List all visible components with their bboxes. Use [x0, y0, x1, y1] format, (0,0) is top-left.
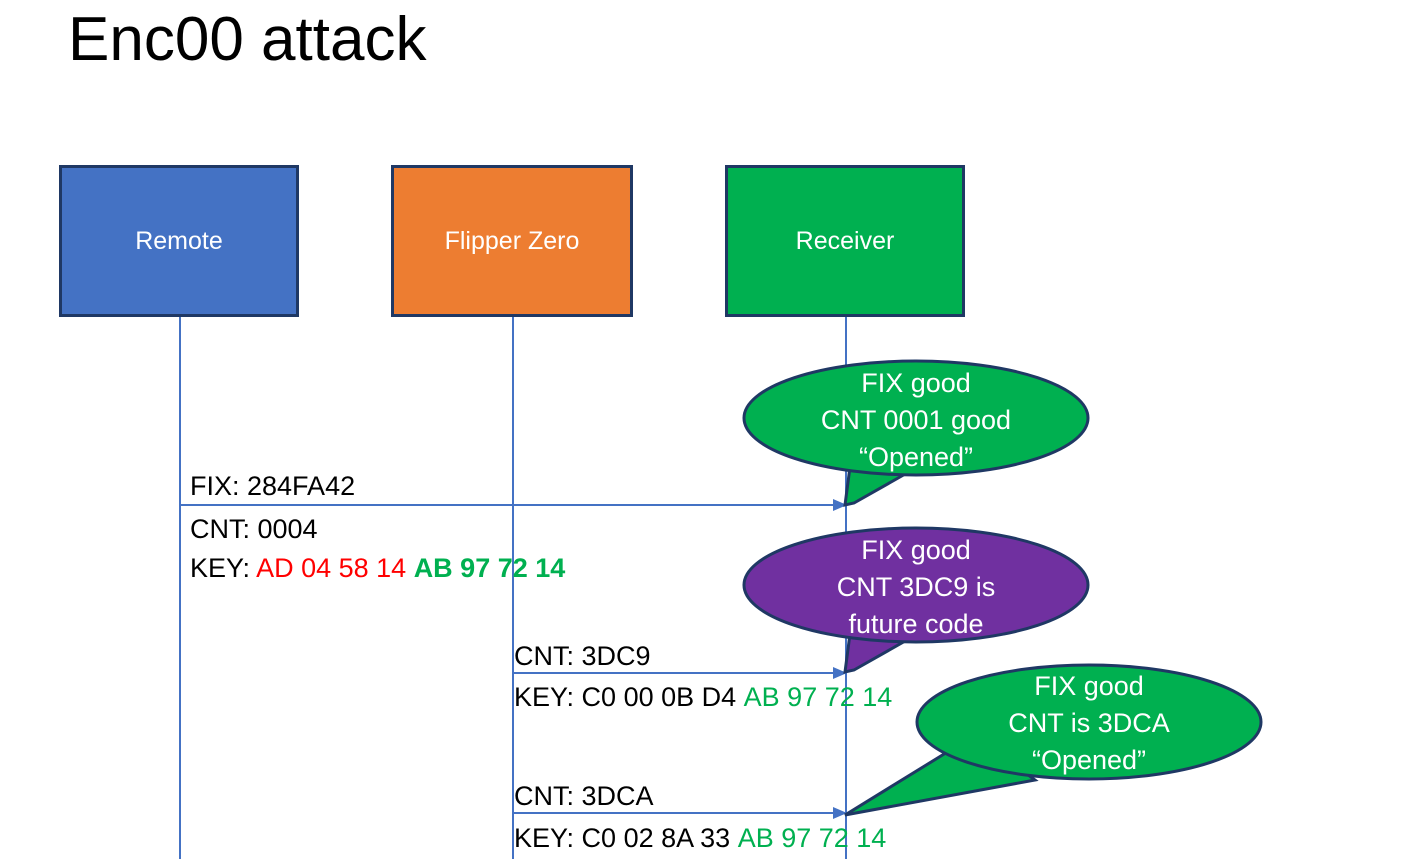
- key-prefix-1: KEY:: [190, 553, 257, 583]
- key-spacer-2: [736, 682, 744, 712]
- key-prefix-3: KEY:: [514, 823, 582, 853]
- key-green-segment-3: AB 97 72 14: [737, 823, 887, 853]
- key-black-segment-3: C0 02 8A 33: [581, 823, 731, 853]
- key-black-segment-2: C0 00 0B D4: [581, 682, 737, 712]
- message-arrow-remote-to-receiver: [180, 499, 847, 511]
- actor-label-remote: Remote: [135, 227, 223, 255]
- lifeline-remote: [179, 317, 181, 859]
- callout-bubble-1[interactable]: FIX good CNT 0001 good “Opened”: [742, 351, 1090, 513]
- lifeline-flipper: [512, 317, 514, 859]
- key-spacer-1: [406, 553, 414, 583]
- message-label-key-2: KEY: C0 00 0B D4 AB 97 72 14: [514, 678, 892, 716]
- message-label-cnt-3dc9: CNT: 3DC9: [514, 641, 651, 671]
- actor-box-remote[interactable]: Remote: [59, 165, 299, 317]
- message-label-cnt-3dca: CNT: 3DCA: [514, 781, 654, 811]
- message-arrow-flipper-to-receiver-2: [513, 807, 847, 819]
- key-green-segment-2: AB 97 72 14: [743, 682, 893, 712]
- callout-bubble-2[interactable]: FIX good CNT 3DC9 is future code: [742, 518, 1090, 680]
- message-label-fix: FIX: 284FA42: [190, 471, 356, 501]
- key-green-segment-1: AB 97 72 14: [413, 553, 566, 583]
- actor-label-flipper: Flipper Zero: [444, 227, 580, 255]
- page-title: Enc00 attack: [68, 5, 427, 74]
- message-arrow-flipper-to-receiver-1: [513, 667, 847, 679]
- key-spacer-3: [730, 823, 738, 853]
- message-label-cnt-0004: CNT: 0004: [190, 514, 318, 544]
- actor-box-flipper[interactable]: Flipper Zero: [391, 165, 633, 317]
- actor-label-receiver: Receiver: [795, 227, 895, 255]
- callout-shape-1: [742, 359, 1090, 507]
- message-label-key-3: KEY: C0 02 8A 33 AB 97 72 14: [514, 819, 886, 857]
- actor-box-receiver[interactable]: Receiver: [725, 165, 965, 317]
- callout-shape-2: [742, 526, 1090, 674]
- callout-bubble-3[interactable]: FIX good CNT is 3DCA “Opened”: [844, 660, 1263, 822]
- callout-shape-3: [844, 663, 1263, 817]
- key-prefix-2: KEY:: [514, 682, 582, 712]
- key-red-segment-1: AD 04 58 14: [256, 553, 407, 583]
- message-label-key-1: KEY: AD 04 58 14 AB 97 72 14: [190, 549, 565, 587]
